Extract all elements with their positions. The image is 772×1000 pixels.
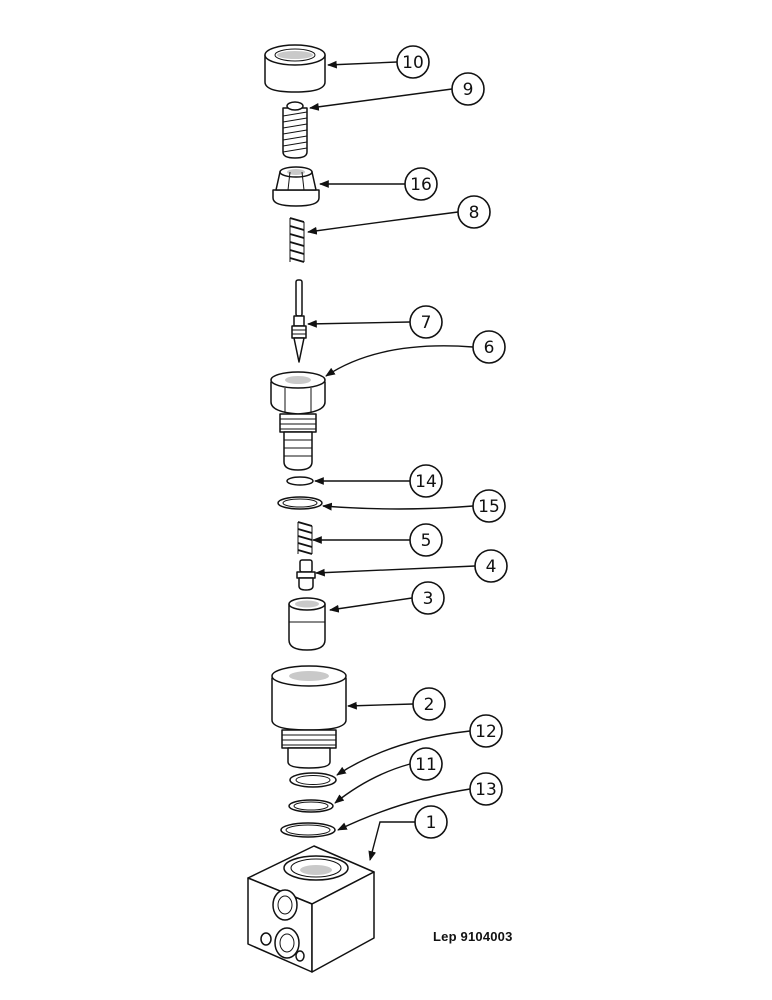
callout-3-label: 3 [423,589,434,609]
callout-8: 8 [457,195,491,229]
callout-8-label: 8 [469,203,480,223]
callout-5-label: 5 [421,531,432,551]
callout-9-label: 9 [463,80,474,100]
part-2-cartridge-body [271,665,347,769]
part-1-housing-block [247,845,375,973]
callout-15: 15 [472,489,506,523]
callout-12: 12 [469,714,503,748]
part-8-spring [289,217,305,263]
callout-2: 2 [412,687,446,721]
callout-1-label: 1 [426,813,437,833]
callout-6-label: 6 [484,338,495,358]
callout-4-label: 4 [486,557,497,577]
callout-13: 13 [469,772,503,806]
part-9-adjusting-screw [282,101,308,159]
part-12-backup-ring [289,772,337,788]
callout-9: 9 [451,72,485,106]
part-3-sleeve [288,597,326,651]
part-4-poppet [296,559,316,591]
part-7-pilot-needle [291,279,307,363]
callout-14: 14 [409,464,443,498]
callout-12-label: 12 [475,722,497,742]
callout-16-label: 16 [410,175,432,195]
callout-6: 6 [472,330,506,364]
callout-11-label: 11 [415,755,437,775]
callout-11: 11 [409,747,443,781]
callout-5: 5 [409,523,443,557]
part-11-o-ring [288,799,334,813]
callout-7-label: 7 [421,313,432,333]
document-reference: Lep 9104003 [433,929,513,944]
part-5-spring [297,521,313,555]
callout-15-label: 15 [478,497,500,517]
callout-2-label: 2 [424,695,435,715]
callout-4: 4 [474,549,508,583]
part-13-o-ring [280,822,336,838]
part-10-cap [264,44,326,93]
part-15-o-ring [277,496,323,510]
callout-1: 1 [414,805,448,839]
callout-10-label: 10 [402,53,424,73]
part-16-lock-nut [272,166,320,207]
callout-16: 16 [404,167,438,201]
callout-13-label: 13 [475,780,497,800]
part-6-valve-seat-body [270,371,326,471]
leader-lines [307,60,476,861]
callout-14-label: 14 [415,472,437,492]
callout-3: 3 [411,581,445,615]
callout-7: 7 [409,305,443,339]
part-14-o-ring [286,476,314,486]
callout-10: 10 [396,45,430,79]
